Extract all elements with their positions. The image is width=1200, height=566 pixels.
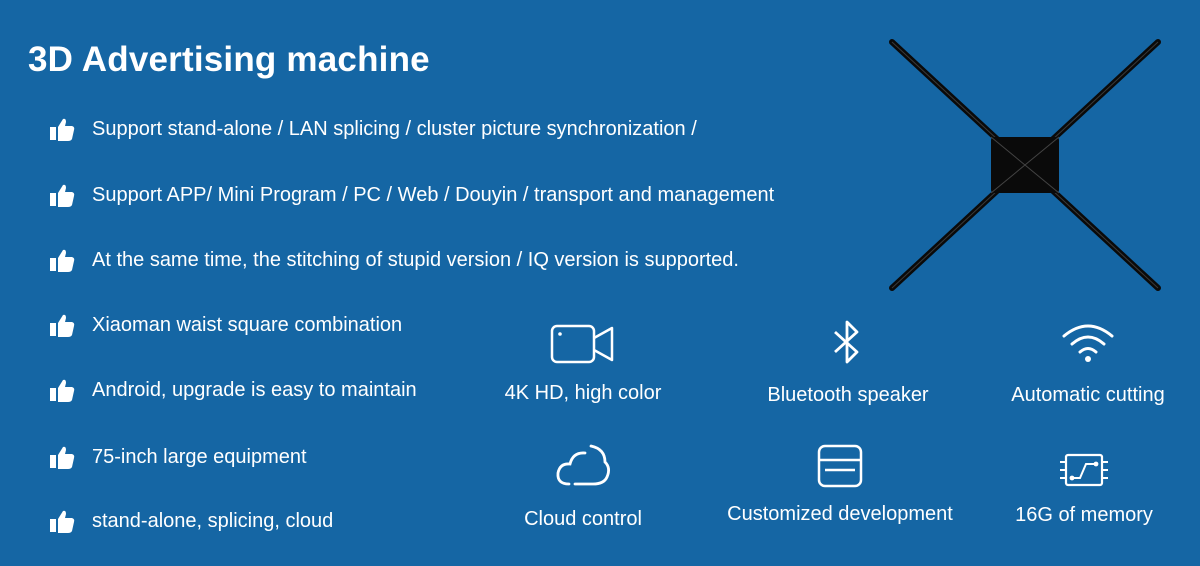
thumbs-up-icon — [50, 249, 75, 272]
video-camera-icon — [550, 324, 614, 364]
feature-item: stand-alone, splicing, cloud — [48, 506, 333, 536]
thumbs-up-icon — [50, 446, 75, 469]
spec-label: 16G of memory — [1015, 504, 1153, 526]
feature-text: Support APP/ Mini Program / PC / Web / D… — [92, 183, 775, 206]
feature-item: Android, upgrade is easy to maintain — [48, 375, 417, 405]
feature-item: 75-inch large equipment — [48, 442, 307, 472]
spec-label: Customized development — [727, 503, 953, 525]
feature-text: Support stand-alone / LAN splicing / clu… — [92, 117, 697, 140]
feature-item: Support APP/ Mini Program / PC / Web / D… — [48, 180, 774, 210]
thumbs-up-icon — [50, 184, 75, 207]
feature-text: Android, upgrade is easy to maintain — [92, 378, 417, 401]
thumbs-up-icon — [50, 379, 75, 402]
thumbs-up-icon — [50, 118, 75, 141]
feature-text: Xiaoman waist square combination — [92, 313, 403, 336]
spec-item: 4K HD, high color — [453, 320, 713, 405]
bluetooth-icon — [834, 320, 859, 364]
spec-label: Cloud control — [524, 508, 642, 530]
feature-text: At the same time, the stitching of stupi… — [92, 248, 739, 271]
feature-text: 75-inch large equipment — [92, 445, 307, 468]
thumbs-up-icon — [50, 510, 75, 533]
thumbs-up-icon — [50, 314, 75, 337]
spec-label: Bluetooth speaker — [767, 384, 929, 406]
wifi-icon — [1062, 324, 1114, 362]
spec-label: 4K HD, high color — [504, 382, 662, 404]
memory-chip-icon — [1060, 453, 1108, 487]
spec-item: 16G of memory — [954, 450, 1200, 527]
feature-item: Support stand-alone / LAN splicing / clu… — [48, 114, 697, 144]
spec-label: Automatic cutting — [1011, 384, 1165, 406]
spec-item: Customized development — [710, 442, 970, 526]
spec-item: Automatic cutting — [958, 318, 1200, 407]
page-title: 3D Advertising machine — [28, 40, 430, 79]
feature-text: stand-alone, splicing, cloud — [92, 509, 334, 532]
hologram-fan-image — [889, 39, 1161, 291]
window-icon — [817, 444, 863, 488]
spec-item: Cloud control — [453, 440, 713, 531]
cloud-icon — [556, 444, 610, 486]
spec-item: Bluetooth speaker — [718, 318, 978, 407]
feature-item: Xiaoman waist square combination — [48, 310, 402, 340]
feature-item: At the same time, the stitching of stupi… — [48, 245, 739, 275]
